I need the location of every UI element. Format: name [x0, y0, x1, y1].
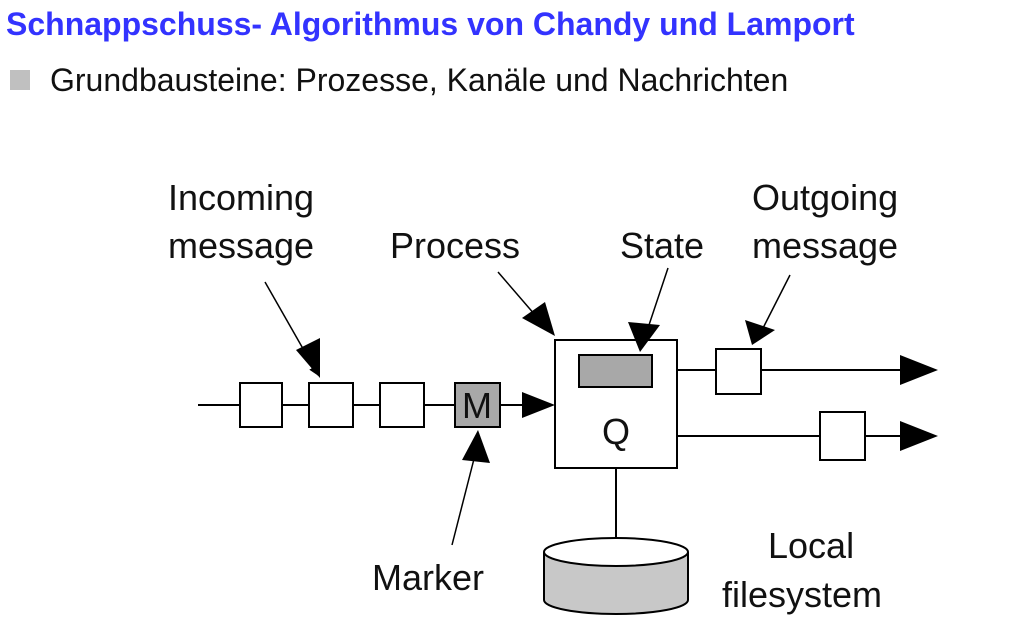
process-box-label: Q	[602, 411, 630, 452]
incoming-label-line1: Incoming	[168, 177, 314, 218]
local-filesystem-label-line2: filesystem	[722, 574, 882, 615]
outgoing-pointer-arrow	[759, 274, 791, 335]
local-filesystem-label-line1: Local	[768, 525, 854, 566]
output-channel-1	[677, 348, 938, 395]
message-box	[819, 411, 866, 461]
outgoing-message-box	[715, 348, 762, 395]
output-arrowhead	[900, 355, 938, 385]
filesystem-cylinder-icon	[543, 537, 689, 615]
bullet-square-icon	[10, 70, 30, 90]
marker-box: M	[454, 382, 501, 428]
state-label: State	[620, 225, 704, 266]
output-channel-2	[677, 411, 938, 461]
marker-pointer-arrow	[451, 454, 476, 546]
input-arrowhead	[522, 392, 555, 418]
message-box	[308, 382, 354, 428]
process-box: Q	[554, 339, 678, 469]
state-box	[578, 354, 653, 388]
process-label: Process	[390, 225, 520, 266]
marker-box-label: M	[462, 385, 492, 426]
message-box	[239, 382, 283, 428]
input-channel	[198, 392, 555, 418]
message-box	[379, 382, 425, 428]
outgoing-label-line2: message	[752, 225, 898, 266]
marker-label: Marker	[372, 557, 484, 598]
output-arrowhead	[900, 421, 938, 451]
incoming-label-line2: message	[168, 225, 314, 266]
bullet-text: Grundbausteine: Prozesse, Kanäle und Nac…	[50, 62, 789, 98]
slide-title: Schnappschuss- Algorithmus von Chandy un…	[6, 6, 855, 42]
outgoing-label-line1: Outgoing	[752, 177, 898, 218]
